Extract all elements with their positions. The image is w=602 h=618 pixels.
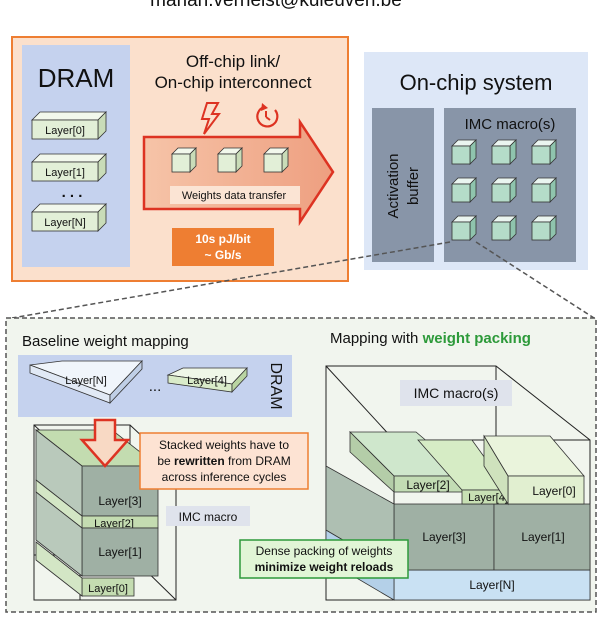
baseline-layer-label: Layer[2]: [94, 518, 134, 530]
baseline-dram-label: DRAM: [267, 362, 284, 409]
cost-energy: 10s pJ/bit: [195, 232, 250, 246]
cost-badge: [172, 228, 274, 266]
dram-layer: Layer[1]: [31, 153, 107, 182]
dense-note-line1: Dense packing of weights: [256, 544, 393, 558]
onchip-title: On-chip system: [400, 70, 553, 95]
clock-icon: [256, 103, 279, 128]
weight-cube: [171, 147, 197, 173]
packing-imc-label: IMC macro(s): [414, 385, 499, 401]
rewrite-note-bold: rewritten: [174, 454, 225, 468]
rewrite-note-line2: be rewritten from DRAM: [157, 454, 290, 468]
activation-label-line1: Activation: [385, 153, 402, 218]
link-title-line1: Off-chip link/: [186, 52, 280, 71]
activation-label-line2: buffer: [405, 167, 422, 205]
dram-ellipsis: . . .: [62, 184, 83, 201]
rewrite-note-part2: from DRAM: [225, 454, 291, 468]
dense-note-line2: minimize weight reloads: [255, 560, 394, 574]
baseline-dram-layer-label: Layer[4]: [187, 375, 227, 387]
packing-layer-label: Layer[0]: [532, 484, 575, 498]
activation-buffer: [372, 108, 434, 262]
dram-layer: Layer[N]: [31, 203, 107, 232]
zoom-line-right: [475, 241, 595, 319]
imc-macro-title: IMC macro(s): [465, 116, 556, 133]
packing-imc-label-bg: [400, 380, 512, 406]
baseline-dram-layer-label: Layer[N]: [65, 375, 107, 387]
baseline-layer-label: Layer[3]: [98, 494, 141, 508]
dram-layer-4: Layer[4]: [166, 366, 248, 394]
dram-layer-label: Layer[0]: [45, 125, 85, 137]
dram-layer: Layer[0]: [31, 111, 107, 140]
zoom-line-left: [11, 241, 451, 319]
baseline-layer-label: Layer[1]: [98, 545, 141, 559]
baseline-ellipsis: ...: [149, 378, 162, 395]
packing-title-highlight: weight packing: [422, 330, 531, 347]
packing-layer-4: Layer[4]: [417, 439, 509, 505]
baseline-layer-1: Layer[1]: [35, 491, 159, 577]
baseline-layer-3: Layer[3]: [34, 429, 160, 517]
packing-layer-label: Layer[2]: [406, 478, 449, 492]
link-title-line2: On-chip interconnect: [155, 73, 312, 92]
imc-macro-label: IMC macro: [179, 510, 238, 524]
imc-cube-grid: [451, 139, 557, 241]
dense-note: [239, 539, 409, 579]
rewrite-note-line1: Stacked weights have to: [159, 438, 289, 452]
packing-layer-0: Layer[0]: [483, 434, 585, 506]
baseline-layer-label: Layer[0]: [88, 583, 128, 595]
rewrite-note-line3: across inference cycles: [162, 470, 287, 484]
header-email: marian.verhelst@kuleuven.be: [150, 0, 402, 11]
packing-layer-label: Layer[4]: [468, 492, 508, 504]
dram-layer-label: Layer[1]: [45, 167, 85, 179]
packing-layer-1: Layer[1]: [493, 503, 591, 571]
rewrite-note: [139, 432, 309, 490]
imc-macro-label-bg: [166, 506, 250, 526]
weight-cube: [263, 147, 289, 173]
baseline-title: Baseline weight mapping: [22, 333, 189, 350]
packing-title: Mapping with weight packing: [330, 330, 531, 347]
baseline-layer-0: Layer[0]: [35, 541, 135, 597]
packing-layer-label: Layer[N]: [469, 578, 514, 592]
lightning-icon: [200, 102, 221, 135]
weight-cube: [217, 147, 243, 173]
dram-title: DRAM: [38, 63, 115, 93]
transfer-label: Weights data transfer: [182, 190, 287, 202]
transfer-label-bg: [170, 186, 300, 204]
dram-layer-label: Layer[N]: [44, 217, 86, 229]
dram-layer-n: Layer[N]: [29, 359, 143, 405]
reload-arrow: [79, 418, 131, 468]
packing-layer-label: Layer[3]: [422, 530, 465, 544]
rewrite-note-part1: be: [157, 454, 174, 468]
packing-layer-2: Layer[2]: [349, 431, 470, 493]
packing-layer-label: Layer[1]: [521, 530, 564, 544]
packing-title-prefix: Mapping with: [330, 330, 423, 347]
cost-bandwidth: ~ Gb/s: [204, 248, 241, 262]
